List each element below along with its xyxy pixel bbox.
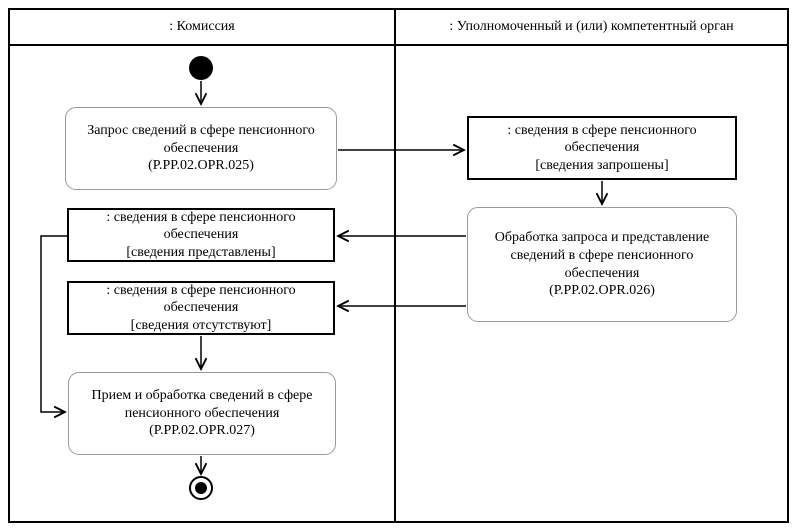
action-priem-i-obrabotka: Прием и обработка сведений в сфере пенси… [68, 372, 336, 455]
lane-header-separator [8, 44, 789, 46]
object-svedeniya-zaprosheny: : сведения в сфере пенсионного обеспечен… [467, 116, 737, 180]
lane-divider [394, 8, 396, 523]
object-svedeniya-otsutstvuyut: : сведения в сфере пенсионного обеспечен… [67, 281, 335, 335]
lane-header-upolnomochennyi-organ: : Уполномоченный и (или) компетентный ор… [449, 19, 734, 34]
object-svedeniya-predstavleny: : сведения в сфере пенсионного обеспечен… [67, 208, 335, 262]
action-obrabotka-zaprosa: Обработка запроса и представление сведен… [467, 207, 737, 322]
action-zapros-svedeniy: Запрос сведений в сфере пенсионного обес… [65, 107, 337, 190]
lane-header-komissiya: : Комиссия [169, 19, 235, 34]
